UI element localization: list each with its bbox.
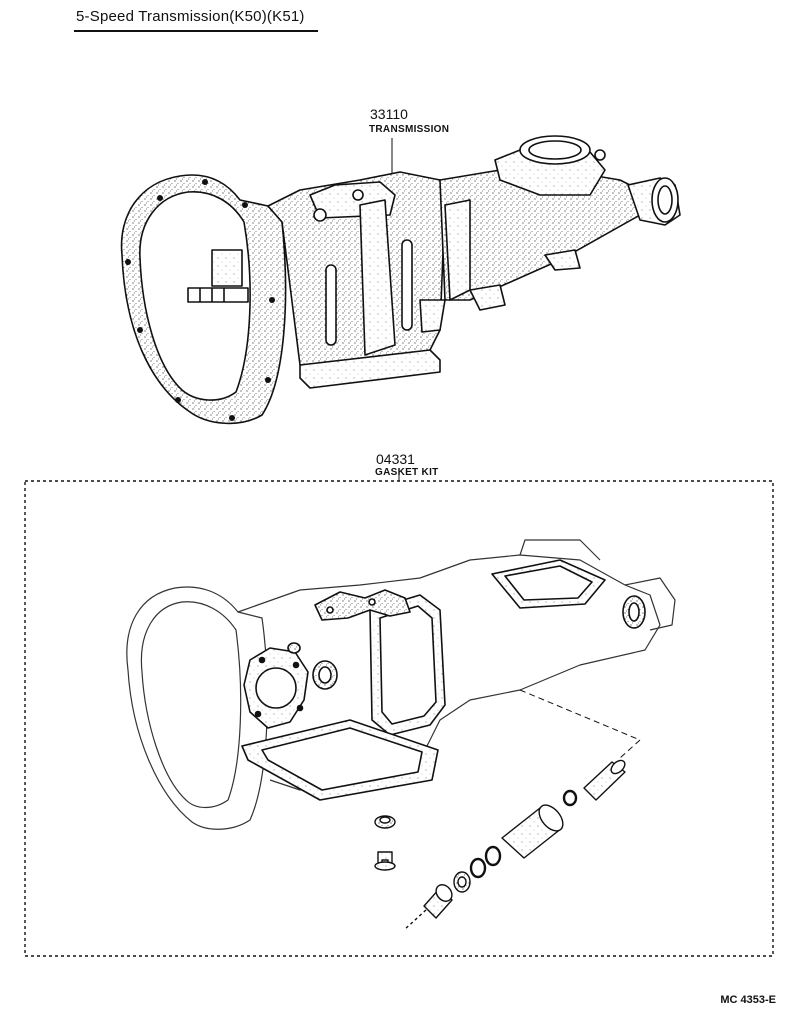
diagram-title: 5-Speed Transmission(K50)(K51) xyxy=(76,8,305,25)
o-ring-2 xyxy=(469,857,487,879)
bell-bolt-holes xyxy=(125,179,275,421)
gasket-kit-part-name: GASKET KIT xyxy=(375,467,439,478)
transmission-assembly xyxy=(120,135,681,425)
gaskets xyxy=(241,559,646,801)
gasket-kit-part-number: 04331 xyxy=(376,451,415,467)
title-underline xyxy=(74,30,318,32)
speedometer-leader-line xyxy=(519,689,641,759)
o-ring-small xyxy=(562,789,578,807)
case-slot-3 xyxy=(401,239,413,331)
shift-housing-gasket xyxy=(314,589,411,621)
diagram-reference-code: MC 4353-E xyxy=(720,994,776,1006)
oil-pan xyxy=(299,349,441,389)
o-ring-1 xyxy=(484,845,502,867)
small-parts xyxy=(374,759,626,931)
plug-seal xyxy=(287,642,301,654)
transmission-part-number: 33110 xyxy=(370,106,408,122)
transmission-part-name: TRANSMISSION xyxy=(369,124,450,135)
case-slot-1 xyxy=(325,264,337,346)
front-retainer-gasket xyxy=(243,647,309,729)
input-shaft xyxy=(187,287,249,303)
